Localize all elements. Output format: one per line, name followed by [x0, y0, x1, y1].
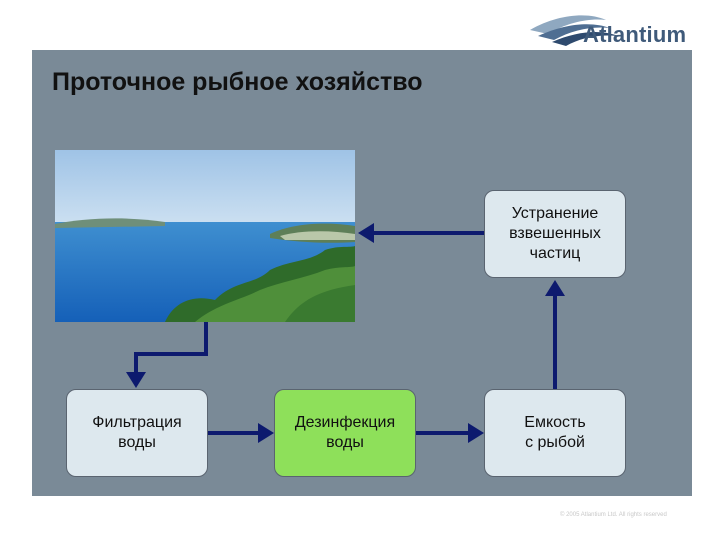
logo-text: Atlantium [583, 22, 687, 47]
atlantium-wave-logo-icon [530, 15, 618, 46]
water-filtration-box: Фильтрация воды [66, 389, 208, 477]
water-disinfection-box: Дезинфекция воды [274, 389, 416, 477]
sea-photo [55, 150, 355, 322]
suspended-particles-removal-box: Устранение взвешенных частиц [484, 190, 626, 278]
copyright-footer: © 2005 Atlantium Ltd. All rights reserve… [560, 512, 667, 518]
slide-title: Проточное рыбное хозяйство [52, 68, 423, 96]
fish-tank-box: Емкость с рыбой [484, 389, 626, 477]
